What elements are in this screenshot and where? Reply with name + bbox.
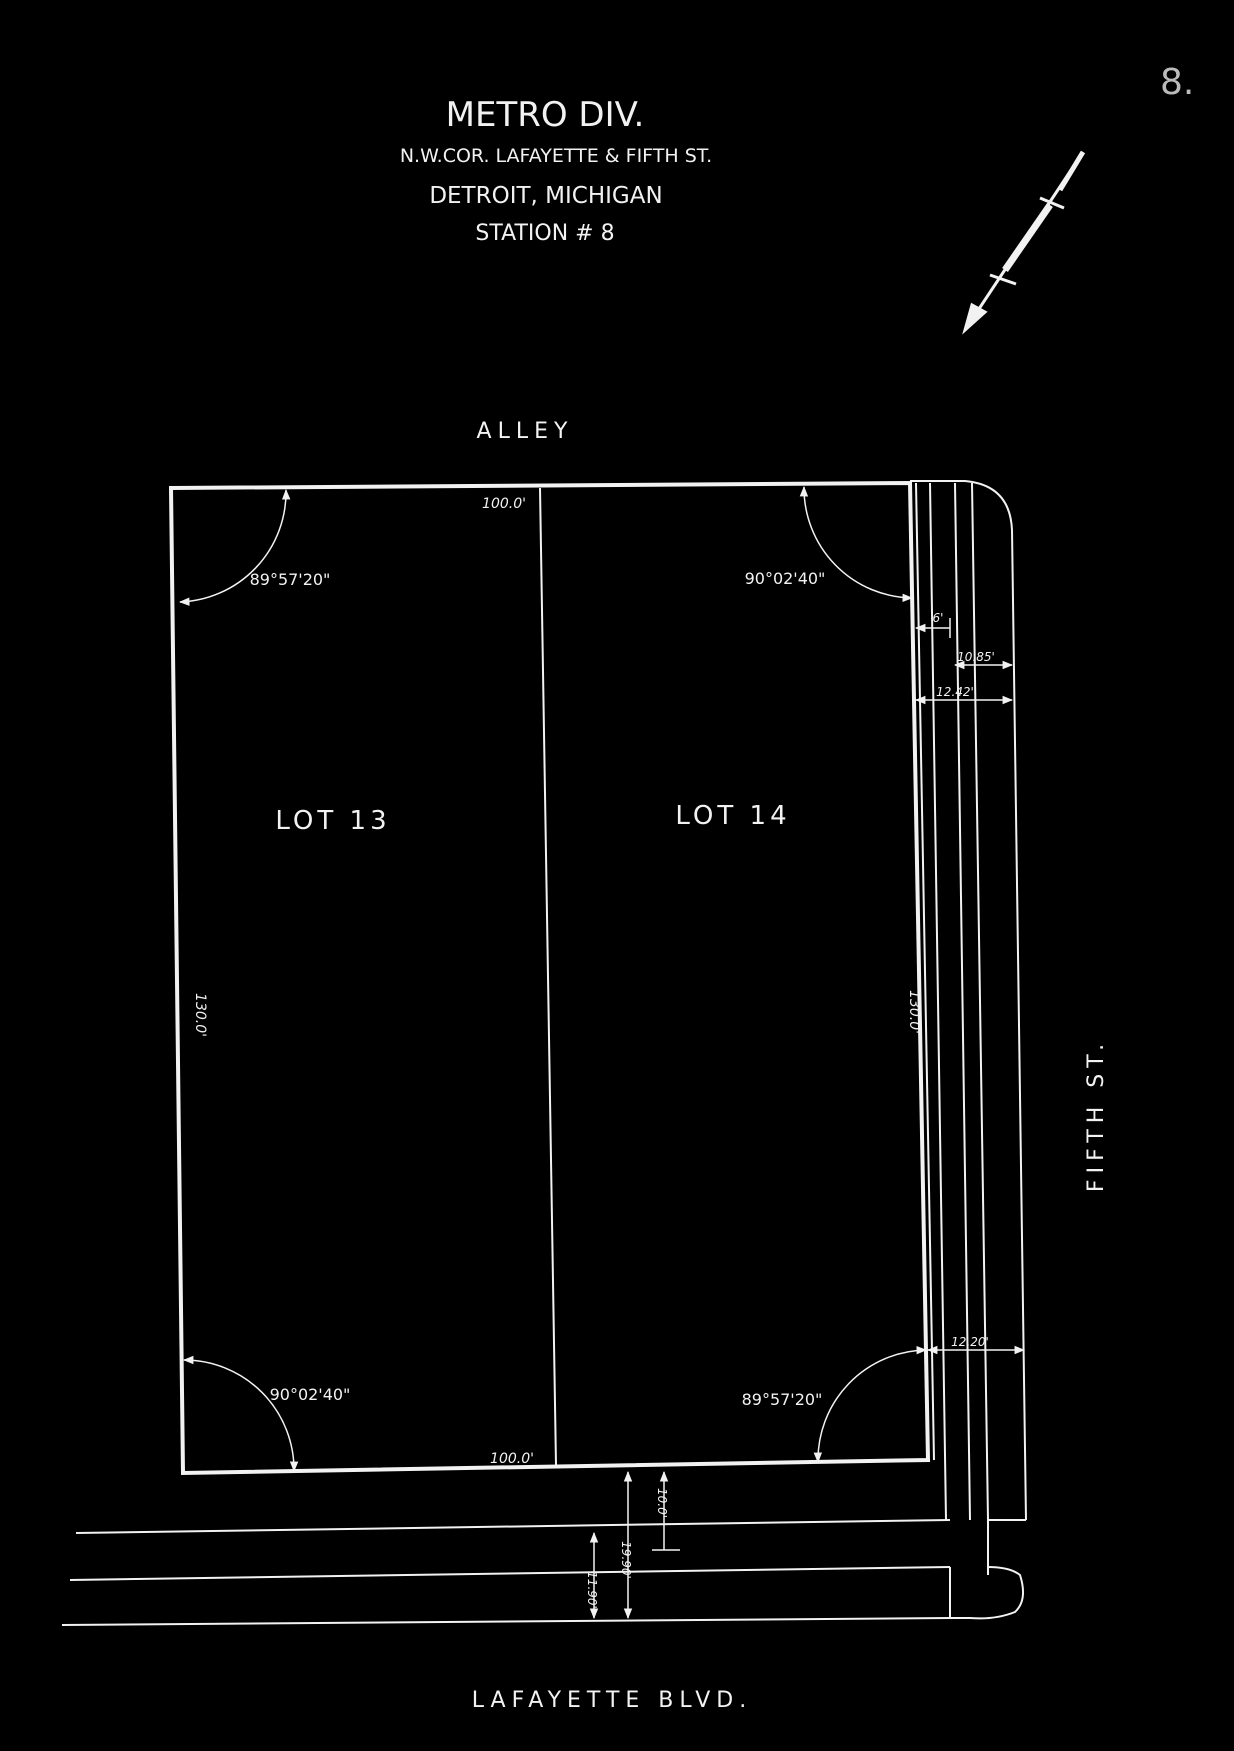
lafayette-lines [61,1519,1026,1626]
curb-offset-dimension-2: 12.42' [936,685,974,699]
drawing-title: METRO DIV. [446,95,645,135]
drawing-city: DETROIT, MICHIGAN [429,183,662,209]
fifth-offset-dimension-lines [914,618,1026,1355]
south-offset-dimension-1: 10.0' [655,1488,669,1518]
street-label-fifth: FIFTH ST. [1084,1038,1109,1192]
ne-corner-angle: 90°02'40" [745,569,826,588]
fifth-street-lines [910,480,1027,1521]
north-arrow-icon [962,150,1086,335]
curb-offset-dimension-3: 12.20' [951,1335,989,1349]
south-offset-dimension-3: 11.90' [585,1571,599,1609]
property-boundary [168,480,931,1476]
south-offset-dimension-2: 19.90' [619,1541,633,1579]
corner-angle-arcs [178,485,928,1473]
west-depth-dimension: 130.0' [192,993,208,1037]
sidewalk-offset-dimension: 6' [933,611,944,625]
nw-corner-angle: 89°57'20" [250,570,331,589]
north-frontage-dimension: 100.0' [482,496,526,512]
lot-label-13: LOT 13 [275,806,390,836]
street-label-lafayette: LAFAYETTE BLVD. [472,1688,752,1713]
east-depth-dimension: 130.0' [906,990,922,1034]
lafayette-offset-dimension-lines [589,1470,680,1620]
curb-offset-dimension-1: 10.85' [957,650,995,664]
south-frontage-dimension: 100.0' [490,1451,534,1467]
drawing-station: STATION # 8 [475,221,614,246]
street-label-alley: ALLEY [477,419,574,444]
lot-divider [539,487,557,1466]
page-number: 8. [1160,62,1194,103]
sw-corner-angle: 90°02'40" [270,1385,351,1404]
se-corner-angle: 89°57'20" [742,1390,823,1409]
lot-label-14: LOT 14 [675,801,790,831]
drawing-address: N.W.COR. LAFAYETTE & FIFTH ST. [400,145,712,167]
